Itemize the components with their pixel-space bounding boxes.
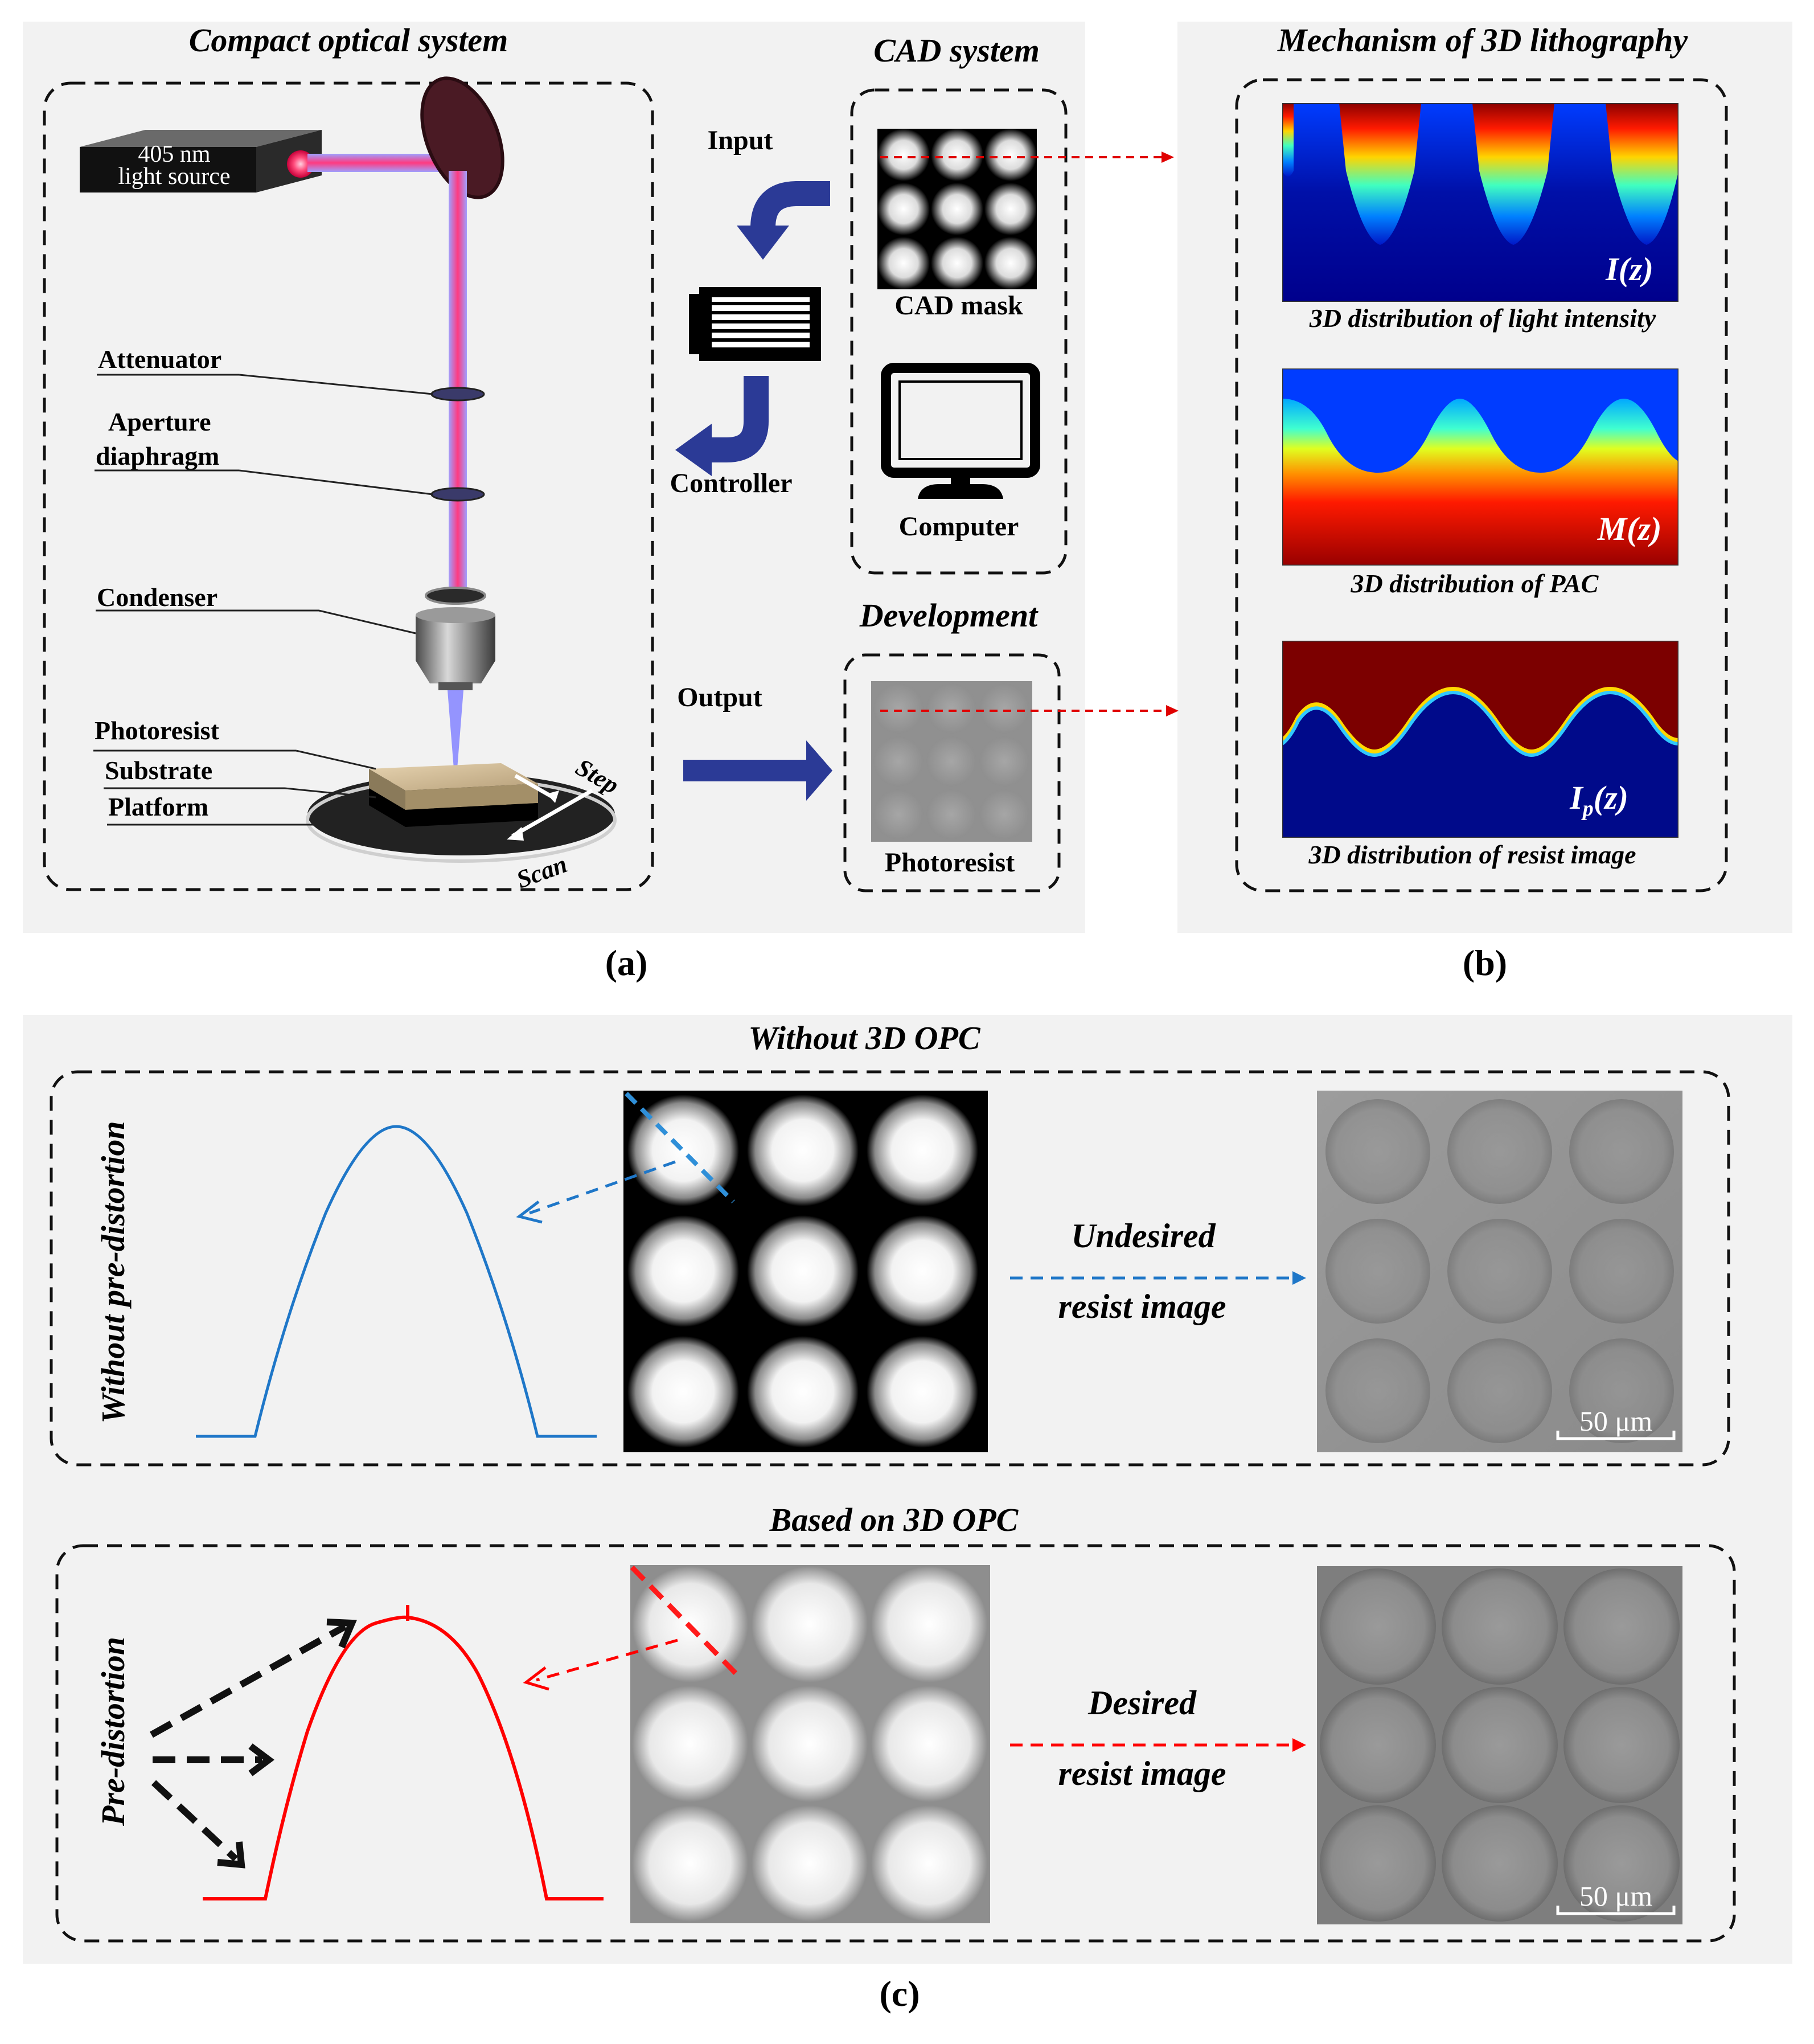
blue-profile-curve [196, 1125, 597, 1438]
sem-desired-image [1317, 1566, 1682, 1924]
platform-label: Platform [108, 792, 208, 821]
attenuator-label: Attenuator [98, 345, 221, 374]
red-mask-to-profile-arrow [536, 1639, 678, 1682]
cad-system: CAD system CAD mask Computer Input [605, 32, 1179, 983]
photoresist-label: Photoresist [95, 716, 220, 745]
resist-caption: 3D distribution of resist image [1308, 840, 1636, 869]
light-source: 405 nm light source [80, 130, 322, 192]
lithography-mechanism: Mechanism of 3D lithography I(z) 3D dist… [1235, 22, 1728, 983]
aperture-label-2: diaphragm [96, 441, 219, 470]
development-box [843, 653, 1061, 892]
condenser-label: Condenser [97, 583, 217, 612]
beam-horizontal [307, 154, 440, 172]
controller-label: Controller [670, 468, 792, 498]
pac-caption: 3D distribution of PAC [1351, 569, 1599, 598]
desired-label-2: resist image [1058, 1755, 1226, 1792]
light-intensity-map [1282, 103, 1678, 302]
controller-icon [689, 287, 821, 361]
undesired-label-1: Undesired [1071, 1217, 1216, 1255]
with-opc-box [55, 1544, 1736, 1943]
resist-image-map [1282, 641, 1678, 838]
substrate-label: Substrate [105, 756, 212, 785]
mask-with-opc [630, 1565, 990, 1923]
mirror [420, 76, 504, 199]
desired-label-1: Desired [1087, 1684, 1197, 1722]
light-source-label-1: 405 nm [138, 141, 211, 167]
intensity-caption: 3D distribution of light intensity [1309, 304, 1656, 333]
caption-c: (c) [879, 1973, 920, 2014]
mechanism-title: Mechanism of 3D lithography [1277, 22, 1688, 59]
attenuator-disc [430, 387, 485, 402]
cad-system-title: CAD system [873, 32, 1040, 69]
focused-beam [448, 690, 463, 769]
pac-map [1282, 368, 1678, 566]
cad-mask-label: CAD mask [894, 290, 1023, 321]
resist-label: Ip(z) [1569, 779, 1628, 821]
development-title: Development [859, 597, 1039, 634]
scale-bar-label-top: 50 μm [1579, 1405, 1652, 1437]
computer-label: Computer [899, 511, 1019, 542]
intensity-label: I(z) [1605, 251, 1653, 288]
optical-system-box [43, 81, 654, 891]
mask-without-opc [623, 1091, 988, 1452]
without-opc-row: Without 3D OPC Without pre-distortion Un… [50, 1019, 1730, 1467]
caption-b: (b) [1463, 943, 1507, 983]
output-arrow [683, 760, 808, 781]
caption-a: (a) [605, 943, 648, 983]
based-on-opc-title: Based on 3D OPC [769, 1501, 1019, 1538]
cad-mask-image [877, 129, 1037, 289]
without-opc-box [50, 1070, 1730, 1467]
light-source-label-2: light source [118, 163, 230, 190]
undesired-label-2: resist image [1058, 1288, 1226, 1325]
red-profile-curve [203, 1615, 604, 1900]
aperture-disc [430, 487, 485, 502]
cad-system-box [850, 88, 1068, 575]
input-label: Input [708, 125, 773, 155]
without-pre-distortion-label: Without pre-distortion [95, 1121, 132, 1423]
sem-undesired-image [1317, 1091, 1682, 1452]
pre-distortion-arrows [150, 1619, 357, 1869]
scale-bar-top [1556, 1431, 1676, 1440]
pac-label: M(z) [1597, 510, 1662, 547]
optical-system: Compact optical system 405 nm light sour… [43, 22, 654, 894]
condenser-lens [416, 587, 495, 690]
input-arrow [750, 181, 830, 231]
substrate-layer [369, 788, 538, 827]
photoresist-sample-label: Photoresist [885, 847, 1015, 878]
aperture-label-1: Aperture [108, 407, 211, 436]
developed-photoresist-image [871, 681, 1032, 842]
stage-platform: Step Scan [306, 753, 623, 894]
without-opc-title: Without 3D OPC [748, 1019, 980, 1056]
scale-bar-label-bottom: 50 μm [1579, 1880, 1652, 1912]
scale-bar-bottom [1556, 1906, 1676, 1915]
pre-distortion-label: Pre-distortion [95, 1637, 132, 1826]
optical-system-title: Compact optical system [189, 22, 508, 59]
photoresist-layer [369, 763, 538, 790]
computer-icon [881, 363, 1040, 499]
output-label: Output [677, 682, 762, 712]
mechanism-box [1235, 78, 1728, 892]
controller-arrow [706, 376, 769, 462]
blue-mask-to-profile-arrow [529, 1160, 676, 1215]
with-opc-row: Based on 3D OPC Pre-distortion [55, 1501, 1736, 2014]
